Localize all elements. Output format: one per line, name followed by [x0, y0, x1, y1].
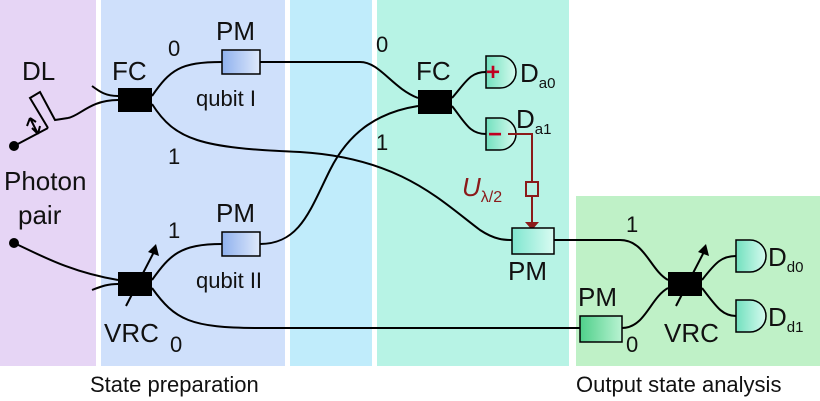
port-fc1-0: 0 [168, 36, 180, 61]
port-vrc1-0: 0 [170, 332, 182, 357]
detector-da0-sub: a0 [539, 75, 556, 92]
delay-adjust-arrow [26, 117, 41, 135]
qubit2-label: qubit II [196, 268, 262, 293]
vrc-2-arrow [675, 247, 707, 307]
fiber-pm1-to-fc2 [260, 61, 419, 99]
source-fiber-lower-aux [91, 283, 119, 291]
minus-sign: − [488, 121, 502, 148]
detector-dd0-label: Dd0 [768, 242, 803, 276]
phase-modulator-feedforward [511, 227, 555, 255]
port-vrc2-1: 1 [626, 212, 638, 237]
feedforward-main: U [462, 172, 481, 202]
fiber-qubit2-arm1 [151, 243, 223, 281]
feedforward-box [525, 181, 539, 197]
output-analysis-caption: Output state analysis [576, 372, 781, 397]
detector-dd1-main: D [768, 302, 787, 332]
vrc-1-label: VRC [104, 318, 159, 348]
fiber-fc2-to-da0 [451, 71, 487, 99]
detector-da0-label: Da0 [520, 58, 555, 92]
fiber-vrc2-to-dd0 [701, 255, 737, 281]
pair-label: pair [18, 200, 62, 230]
plus-sign: + [486, 59, 500, 86]
feedforward-arrowhead [525, 222, 539, 230]
port-vrc2-0: 0 [626, 332, 638, 357]
pm-qubit1-label: PM [216, 16, 255, 46]
port-vrc1-1: 1 [168, 218, 180, 243]
variable-ratio-coupler-1 [118, 272, 152, 296]
pm-analysis-label: PM [578, 282, 617, 312]
detector-da1-main: D [516, 104, 535, 134]
pm-feedforward-label: PM [508, 256, 547, 286]
phase-modulator-analysis [579, 315, 623, 343]
port-fc2-1: 1 [376, 130, 388, 155]
delay-line [28, 90, 69, 129]
detector-dd0 [735, 239, 767, 273]
delay-line-output [67, 99, 119, 119]
detector-da1 [485, 117, 517, 151]
delay-line-aux [91, 85, 119, 97]
detector-da0-main: D [520, 58, 539, 88]
fc-2-label: FC [416, 56, 451, 86]
photon-label: Photon [4, 166, 86, 196]
variable-ratio-coupler-2 [668, 272, 702, 296]
feedforward-sub: λ/2 [481, 189, 502, 206]
vrc-1-arrowhead [148, 244, 159, 256]
vrc-2-arrowhead [698, 244, 709, 256]
detector-dd1-label: Dd1 [768, 302, 803, 336]
detector-dd0-sub: d0 [787, 259, 804, 276]
detector-da0 [485, 55, 517, 89]
port-fc2-0: 0 [376, 32, 388, 57]
phase-modulator-qubit2 [221, 231, 261, 257]
source-fiber-upper [13, 127, 49, 147]
vrc-2-label: VRC [664, 318, 719, 348]
feedforward-label: Uλ/2 [462, 172, 502, 206]
source-band [0, 0, 96, 366]
pm-qubit2-label: PM [216, 198, 255, 228]
port-fc1-1: 1 [168, 144, 180, 169]
fiber-fc2-to-da1 [451, 105, 487, 135]
detector-da1-label: Da1 [516, 104, 551, 138]
state-preparation-caption: State preparation [90, 372, 259, 397]
fiber-vrc2-to-dd1 [701, 287, 737, 317]
detector-dd0-main: D [768, 242, 787, 272]
fiber-qubit1-arm0 [151, 61, 223, 97]
fiber-qubit2-arm0 [151, 287, 580, 329]
detector-dd1-sub: d1 [787, 319, 804, 336]
transfer-band [290, 0, 372, 366]
fiber-coupler-1 [118, 88, 152, 112]
source-fiber-lower [13, 242, 119, 281]
detector-da1-sub: a1 [535, 121, 552, 138]
phase-modulator-qubit1 [221, 49, 261, 75]
feedforward-line [508, 133, 533, 226]
fc-1-label: FC [112, 56, 147, 86]
detector-dd1 [735, 299, 767, 333]
fiber-pmff-to-vrc2 [554, 239, 669, 281]
delay-line-label: DL [22, 56, 55, 86]
qubit1-label: qubit I [196, 86, 256, 111]
fiber-qubit1-arm1 [151, 103, 513, 241]
fiber-coupler-2 [418, 90, 452, 114]
fiber-pm2-to-fc2 [259, 105, 419, 245]
fiber-pma-to-vrc2 [621, 287, 669, 329]
vrc-1-arrow [125, 247, 157, 307]
